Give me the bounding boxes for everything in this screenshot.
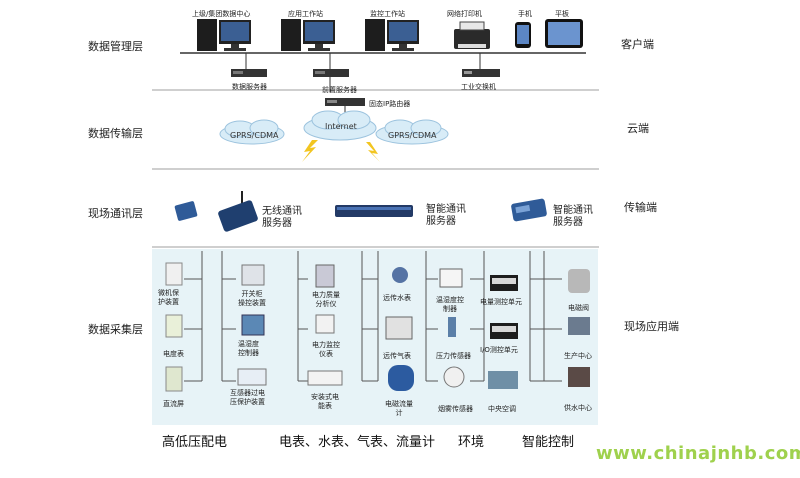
management-diagram (180, 19, 586, 92)
separator-3 (152, 246, 599, 248)
bottom-label-meters: 电表、水表、气表、流量计 (279, 435, 436, 450)
acq-label-temp-humidity-1: 温湿度 控制器 (238, 340, 259, 357)
acq-label-power-unit: 电量测控单元 (480, 298, 522, 306)
layer-label-management: 数据管理层 (88, 40, 143, 53)
end-label-transmission: 传输端 (624, 201, 657, 214)
acq-label-central-ac: 中央空调 (488, 405, 516, 413)
acq-label-io-unit: I/O测控单元 (480, 346, 518, 354)
end-label-client: 客户端 (621, 38, 654, 51)
acq-label-water-supply: 供水中心 (564, 404, 592, 412)
acquisition-diagram (165, 251, 590, 392)
watermark: www.chinajnhb.com (596, 443, 800, 464)
bottom-label-env: 环境 (458, 435, 485, 450)
acq-label-watthour-meter: 电度表 (163, 350, 184, 358)
cloud-label-gprs-left: GPRS/CDMA (230, 131, 279, 140)
acq-label-microcomputer: 微机保 护装置 (158, 289, 179, 306)
acquisition-panel (152, 249, 598, 425)
label-industrial-switch: 工业交换机 (461, 83, 496, 91)
acq-label-switch-cabinet: 开关柜 操控装置 (238, 290, 266, 307)
acq-label-installed-meter: 安装式电 能表 (311, 393, 339, 410)
label-tablet: 平板 (555, 10, 569, 18)
bottom-label-power: 高低压配电 (162, 435, 228, 450)
label-network-printer: 网络打印机 (447, 10, 482, 18)
label-group-datacenter: 上级/集团数据中心 (192, 10, 251, 18)
acq-label-temp-humidity-2: 温湿度控 制器 (436, 296, 464, 313)
label-front-server: 前置服务器 (322, 86, 357, 94)
end-label-cloud: 云端 (627, 122, 649, 135)
acq-label-transformer-protection: 互感器过电 压保护装置 (230, 389, 265, 406)
label-smart-server-right: 智能通讯 服务器 (553, 205, 593, 228)
label-phone: 手机 (518, 10, 532, 18)
acq-label-em-flowmeter: 电磁流量 计 (385, 400, 413, 417)
acq-label-power-quality: 电力质量 分析仪 (312, 291, 340, 308)
layer-label-field-comm: 现场通讯层 (88, 207, 143, 220)
separator-1 (152, 89, 599, 91)
workstation-group-1 (197, 19, 251, 51)
acq-label-production-center: 生产中心 (564, 352, 592, 360)
acq-label-remote-gas: 远传气表 (383, 352, 411, 360)
label-monitor-workstation: 监控工作站 (370, 10, 405, 18)
acq-label-smoke-sensor: 烟雾传感器 (438, 405, 473, 413)
workstation-group-3 (365, 19, 419, 51)
label-data-server: 数据服务器 (232, 83, 267, 91)
acq-label-dc-panel: 直流屏 (163, 400, 184, 408)
separator-2 (152, 168, 599, 170)
cloud-label-gprs-right: GPRS/CDMA (388, 131, 437, 140)
label-app-workstation: 应用工作站 (288, 10, 323, 18)
label-smart-server-left: 智能通讯 服务器 (426, 204, 466, 227)
phone (515, 22, 531, 48)
workstation-group-2 (281, 19, 335, 51)
label-ip-router: 固态IP路由器 (369, 100, 411, 108)
acq-label-pressure-sensor: 压力传感器 (436, 352, 471, 360)
layer-label-transport: 数据传输层 (88, 127, 143, 140)
field-comm-diagram (174, 191, 547, 232)
acq-label-power-monitor: 电力监控 仪表 (312, 341, 340, 358)
bottom-label-control: 智能控制 (522, 435, 575, 450)
printer (454, 21, 490, 49)
cloud-label-internet: Internet (325, 122, 357, 131)
label-wireless-server: 无线通讯 服务器 (262, 206, 302, 229)
tablet (545, 19, 583, 48)
end-label-field-app: 现场应用端 (624, 320, 679, 333)
layer-label-acquisition: 数据采集层 (88, 323, 143, 336)
acq-label-remote-water: 远传水表 (383, 294, 411, 302)
acq-label-solenoid: 电磁阀 (568, 304, 589, 312)
transport-diagram (219, 98, 449, 162)
